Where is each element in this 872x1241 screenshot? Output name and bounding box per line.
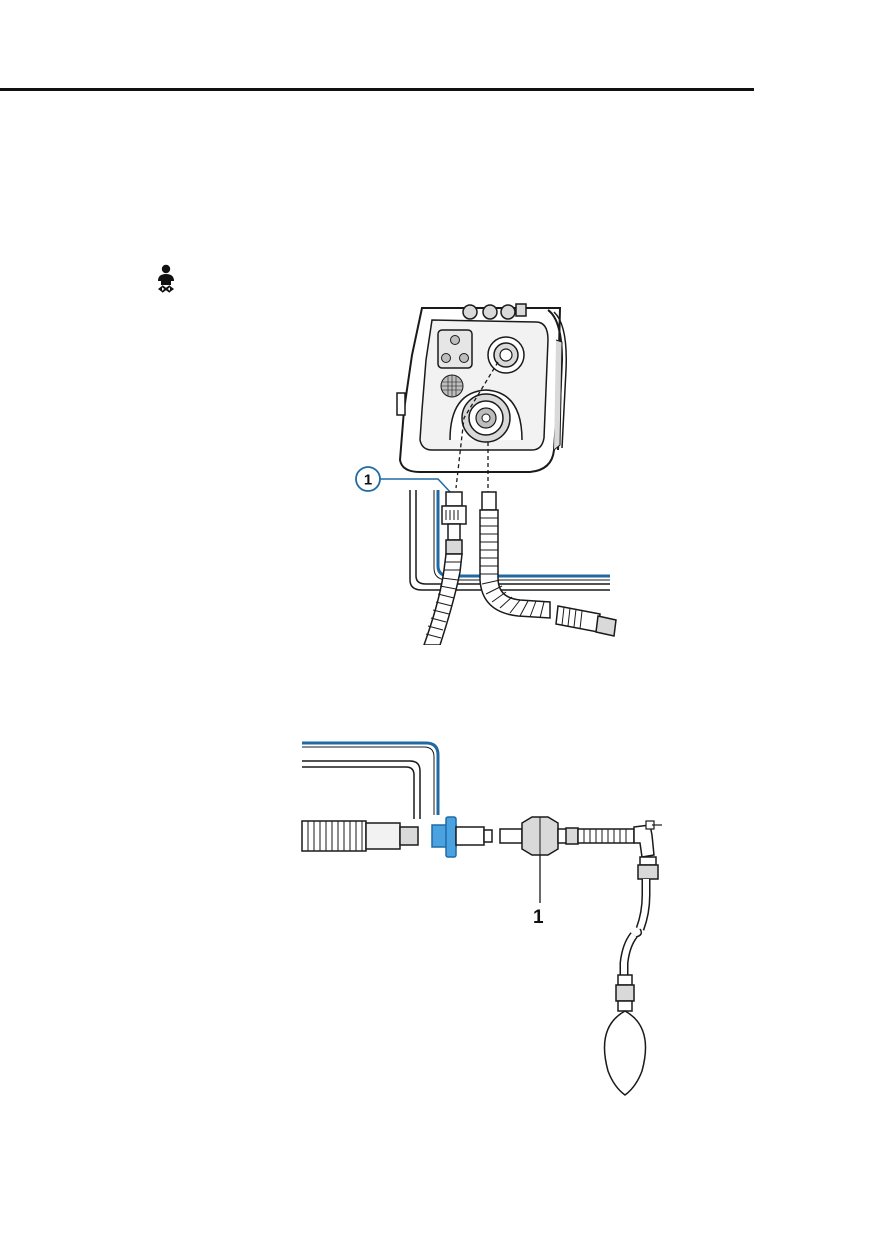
infant-icon xyxy=(158,264,174,293)
patient-circuit-figure: 1 xyxy=(301,741,662,1096)
header-rule xyxy=(0,88,754,91)
device-callout-label: 1 xyxy=(364,472,372,489)
device-connection-figure: 1 xyxy=(355,303,617,645)
filter-callout-label: 1 xyxy=(533,907,544,928)
